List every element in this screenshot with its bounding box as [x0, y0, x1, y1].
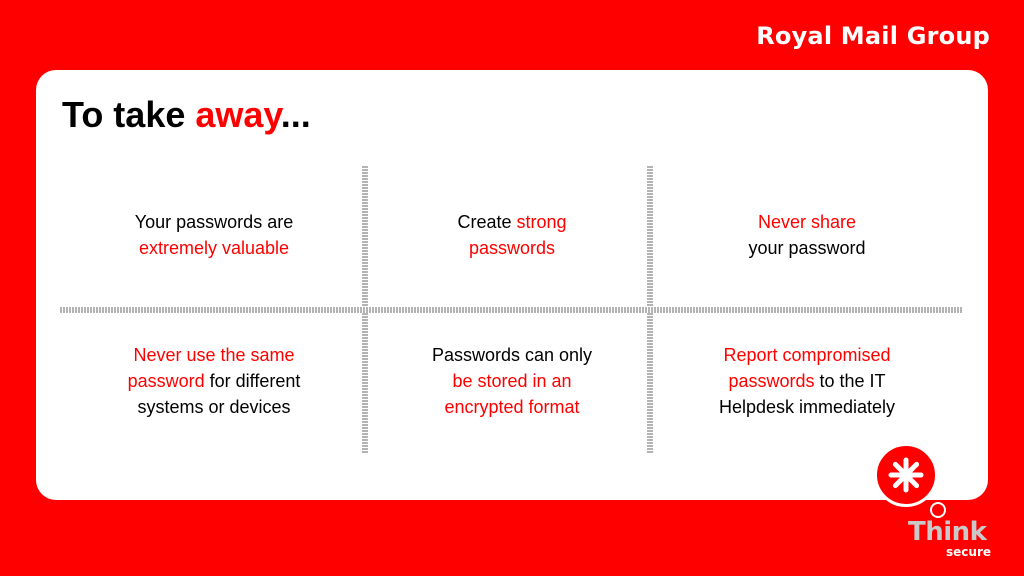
- tip-highlight: passwords: [468, 238, 556, 258]
- tip-text: Your passwords are: [134, 212, 294, 232]
- title-lead: To take: [62, 94, 196, 135]
- slide-title: To take away...: [62, 94, 311, 136]
- brand-logo-text: Royal Mail Group: [756, 22, 990, 50]
- asterisk-icon: [888, 457, 924, 493]
- tip-highlight: Never use the same: [133, 345, 295, 365]
- tip-highlight: passwords: [728, 371, 815, 391]
- tip-highlight: be stored in an: [452, 371, 572, 391]
- title-accent: away: [195, 94, 281, 135]
- secure-logo-word: secure: [946, 545, 991, 559]
- tip-never-reuse: Never use the same password for differen…: [84, 342, 344, 420]
- content-card: To take away... Your passwords are extre…: [36, 70, 988, 500]
- tip-text: Create: [457, 212, 517, 232]
- tip-text: to the IT: [814, 371, 886, 391]
- horizontal-divider: [60, 307, 962, 313]
- think-secure-asterisk-icon: [874, 443, 938, 507]
- tip-text: Helpdesk immediately: [718, 397, 896, 417]
- title-trail: ...: [280, 94, 311, 135]
- tip-highlight: strong: [516, 212, 567, 232]
- tip-strong: Create strong passwords: [382, 209, 642, 261]
- tip-text: systems or devices: [137, 397, 291, 417]
- tip-highlight: Report compromised: [723, 345, 891, 365]
- tip-highlight: Never share: [757, 212, 857, 232]
- think-logo-word: Think: [908, 517, 987, 547]
- thought-bubble-dot-icon: [930, 502, 946, 518]
- tip-highlight: encrypted format: [444, 397, 580, 417]
- tip-text: Passwords can only: [431, 345, 593, 365]
- tip-never-share: Never share your password: [677, 209, 937, 261]
- tip-valuable: Your passwords are extremely valuable: [84, 209, 344, 261]
- tip-highlight: password: [127, 371, 205, 391]
- tip-text: for different: [204, 371, 301, 391]
- tip-encrypted: Passwords can only be stored in an encry…: [382, 342, 642, 420]
- tip-text: your password: [748, 238, 866, 258]
- tip-highlight: extremely valuable: [138, 238, 290, 258]
- tip-report: Report compromised passwords to the IT H…: [677, 342, 937, 420]
